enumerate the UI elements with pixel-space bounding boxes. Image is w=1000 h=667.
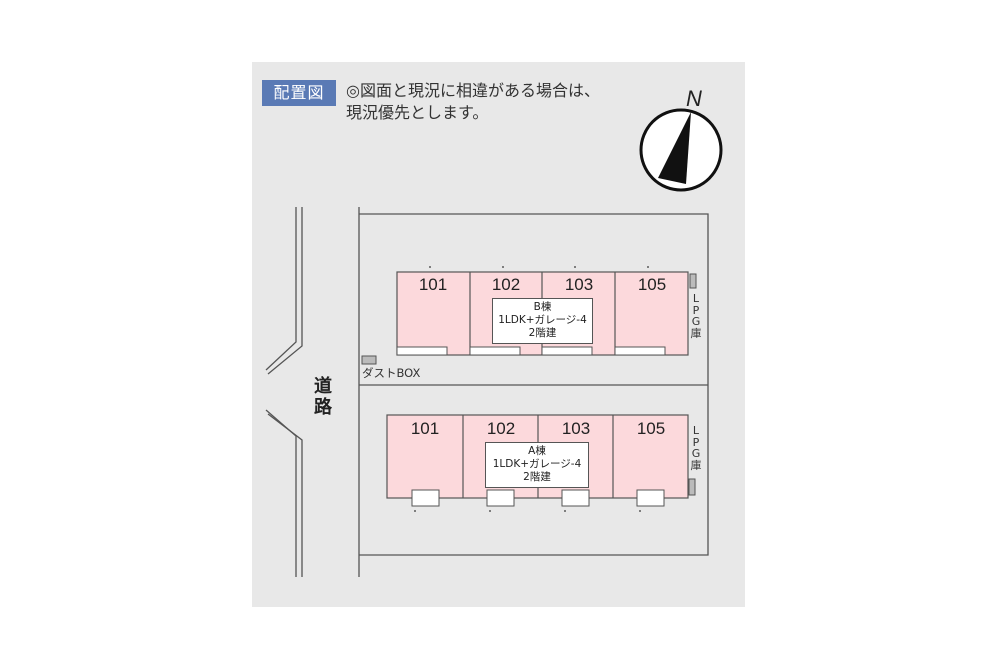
lpg-char: L [692, 292, 700, 305]
unit-b-103: 103 [564, 275, 594, 294]
lpg-char: P [692, 303, 700, 317]
building-a-name: A棟 [528, 445, 546, 457]
discrepancy-note: ◎図面と現況に相違がある場合は、 現況優先とします。 [346, 81, 600, 122]
road-label: 道 路 [312, 376, 334, 418]
north-label: N [686, 86, 702, 111]
lot-boundary [358, 207, 709, 577]
lpg-char: G [691, 447, 701, 460]
unit-b-102: 102 [491, 275, 521, 294]
unit-a-103: 103 [561, 419, 591, 438]
building-b-type: 1LDK+ガレージ-4 [498, 314, 587, 326]
compass-icon [639, 108, 723, 192]
building-a-label: A棟 1LDK+ガレージ-4 2階建 [485, 442, 589, 488]
road-label-top: 道 [314, 376, 332, 397]
unit-b-101: 101 [418, 275, 448, 294]
unit-a-105: 105 [636, 419, 666, 438]
lpg-storage-a: L P G 庫 [690, 425, 702, 471]
lpg-storage-b: L P G 庫 [690, 293, 702, 339]
lpg-char: L [692, 424, 700, 437]
building-b-floors: 2階建 [528, 327, 557, 339]
lpg-char: P [692, 435, 700, 449]
building-b-label: B棟 1LDK+ガレージ-4 2階建 [492, 298, 593, 344]
road-lines [265, 207, 303, 577]
unit-a-102: 102 [486, 419, 516, 438]
building-a-type: 1LDK+ガレージ-4 [492, 458, 582, 470]
lpg-char: G [691, 315, 701, 328]
road-label-bottom: 路 [314, 397, 332, 418]
lpg-char: 庫 [690, 326, 702, 340]
dust-box-label: ダストBOX [362, 366, 421, 380]
building-a-floors: 2階建 [523, 471, 551, 483]
unit-b-105: 105 [637, 275, 667, 294]
lpg-char: 庫 [690, 458, 702, 472]
unit-a-101: 101 [410, 419, 440, 438]
dust-box-icon [361, 355, 377, 365]
building-b-name: B棟 [533, 301, 552, 313]
site-plan-badge: 配置図 [262, 80, 336, 106]
